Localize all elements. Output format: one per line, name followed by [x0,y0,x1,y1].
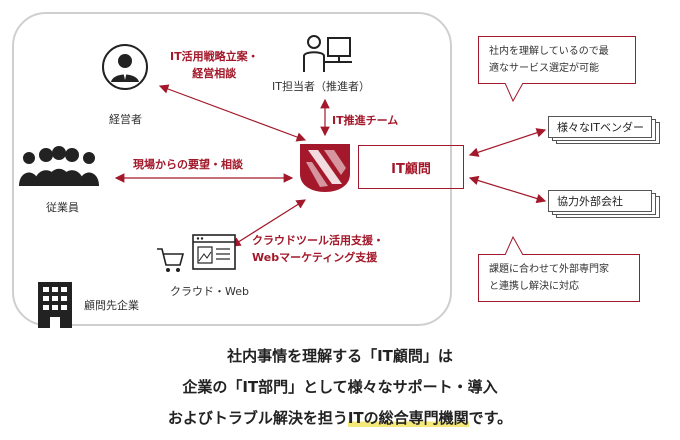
tagline-highlight: ITの総合専門機関 [347,409,469,427]
bottom-speech-bubble: 課題に合わせて外部専門家 と連携し解決に対応 [478,254,640,302]
office-building-icon [38,282,72,328]
tagline-line-1: 社内事情を理解する「IT顧問」は [227,347,453,365]
top-speech-bubble: 社内を理解しているので最 適なサービス選定が可能 [478,36,636,84]
client-company-label: 顧問先企業 [84,299,139,312]
employees-label: 従業員 [46,201,79,214]
client-company-frame [12,12,452,326]
arrow-partners [468,175,547,204]
it-advisor-box: IT顧問 [358,145,464,189]
arrow-cloud [230,199,307,247]
management-label: 経営者 [109,113,142,126]
it-team-relation-label: IT推進チーム [332,114,399,127]
web-browser-icon [192,234,236,270]
shopping-cart-icon [157,248,185,272]
partners-label: 協力外部会社 [548,190,652,212]
cloud-support-relation-label: クラウドツール活用支援・ Webマーケティング支援 [252,234,384,264]
arrow-vendors [468,128,547,157]
tagline-line-2: 企業の「IT部門」として様々なサポート・導入 [182,378,498,396]
arrow-management [158,84,307,142]
tagline-line-3: およびトラブル解決を担うITの総合専門機関です。 [167,409,513,427]
vendors-label: 様々なITベンダー [548,116,652,138]
strategy-relation-label: IT活用戦略立案・ 経営相談 [170,50,259,80]
employees-group-icon [19,146,99,186]
vendors-card-stack: 様々なITベンダー [548,116,660,144]
it-advisor-logo-icon [300,144,350,192]
top-bubble-tail [505,83,524,103]
partners-card-stack: 協力外部会社 [548,190,660,218]
requests-relation-label: 現場からの要望・相談 [133,158,243,171]
cloud-web-label: クラウド・Web [170,285,249,298]
it-staff-icon [303,35,352,72]
bottom-bubble-tail [505,236,524,255]
it-staff-label: IT担当者（推進者） [272,80,370,93]
business-person-icon [102,44,148,90]
